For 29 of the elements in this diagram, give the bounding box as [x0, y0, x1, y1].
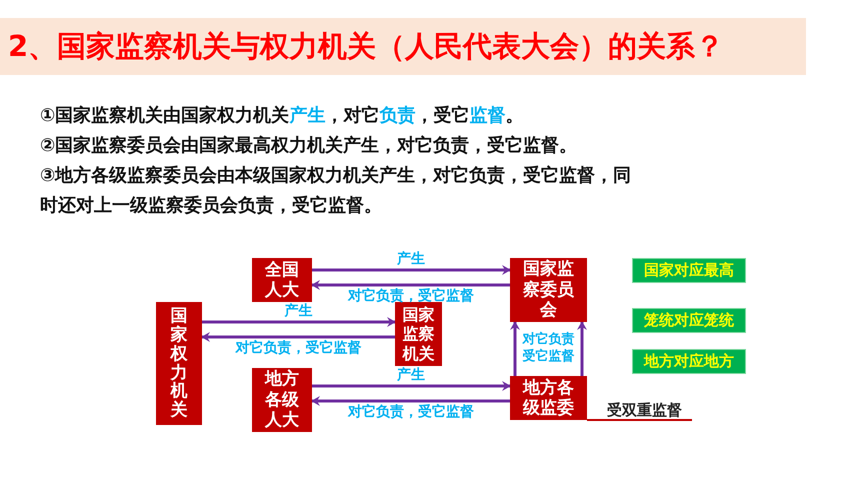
arrow — [311, 396, 510, 406]
arrow — [312, 265, 511, 275]
process-box: 全国人大 — [252, 258, 312, 302]
arrow — [577, 321, 587, 376]
process-box: 国家监察委员会 — [510, 258, 587, 322]
arrow — [312, 381, 511, 391]
note-box: 地方对应地方 — [632, 349, 746, 374]
note-box: 国家对应最高 — [632, 258, 746, 283]
statement-text: ③地方各级监察委员会由本级国家权力机关产生，对它负责，受它监督，同时还对上一级监察委员会负责，受它监督。 — [40, 164, 632, 218]
process-box: 国家监察机关 — [395, 302, 442, 366]
edge-label: 对它负责，受它监督 — [348, 404, 474, 421]
arrow — [202, 317, 396, 327]
note-box: 笼统对应笼统 — [632, 308, 746, 333]
edge-label: 对它负责，受它监督 — [348, 288, 474, 305]
edge-label: 产生 — [284, 303, 312, 320]
arrow — [510, 321, 520, 376]
edge-label: 对它负责 — [522, 331, 574, 348]
process-box: 地方各级人大 — [252, 368, 312, 432]
underlined-note: 受双重监督 — [587, 401, 692, 421]
edge-label: 受它监督 — [522, 348, 574, 365]
title: 2、国家监察机关与权力机关（人民代表大会）的关系？ — [8, 28, 724, 64]
edge-label: 产生 — [397, 251, 425, 268]
statement-text: ②国家监察委员会由国家最高权力机关产生，对它负责，受它监督。 — [40, 134, 578, 158]
arrow — [201, 332, 395, 342]
statement-text: ①国家监察机关由国家权力机关产生，对它负责，受它监督。 — [40, 104, 524, 128]
edge-label: 产生 — [397, 367, 425, 384]
process-box: 国家权力机关 — [156, 302, 202, 425]
edge-label: 对它负责，受它监督 — [236, 340, 362, 357]
arrow — [311, 280, 510, 290]
